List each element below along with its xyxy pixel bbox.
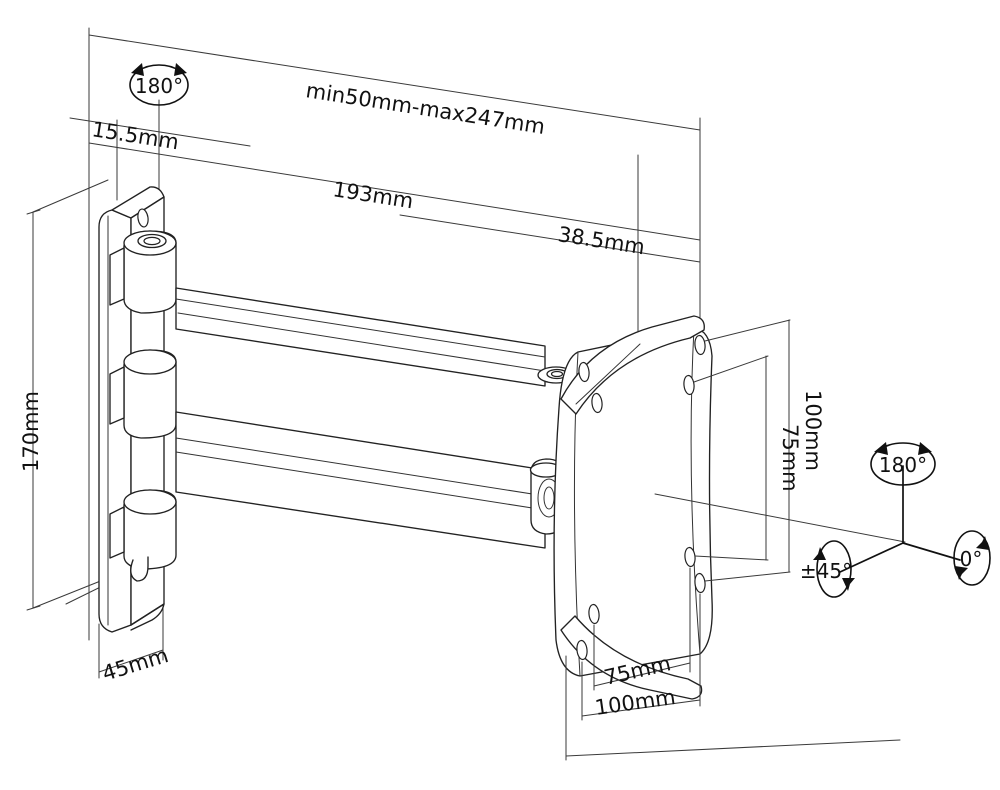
rotation-axis-indicator — [813, 442, 991, 598]
top-dimension-lines — [69, 34, 701, 263]
label-vesa-vertical-large: 100mm — [801, 390, 825, 471]
label-vesa-vertical-small: 75mm — [778, 424, 802, 492]
lower-arm — [175, 411, 546, 549]
label-vesa-horizontal-large: 100mm — [593, 685, 677, 720]
hinge-barrel-bottom — [109, 489, 177, 582]
height-dimension-170mm — [26, 179, 109, 611]
label-swivel-top: 180° — [135, 74, 183, 98]
label-arm-length: 193mm — [331, 177, 415, 213]
upper-arm — [175, 287, 546, 387]
label-axis-roll: 0° — [960, 547, 983, 571]
label-plate-offset: 38.5mm — [556, 222, 646, 259]
label-axis-vertical: 180° — [879, 453, 927, 477]
rotation-labels: 180° 180° ±45° 0° — [135, 74, 982, 583]
rotation-symbol-180-top — [129, 63, 189, 106]
hinge-barrel-middle — [109, 349, 177, 439]
label-axis-tilt: ±45° — [800, 559, 852, 583]
hinge-barrel-top — [109, 230, 177, 314]
label-wall-plate-width: 45mm — [99, 643, 171, 686]
vesa-mount-plate — [553, 315, 713, 700]
vesa-horizontal-dimensions — [565, 567, 901, 761]
vesa-vertical-dimensions — [654, 319, 906, 582]
label-wall-plate-thickness: 15.5mm — [90, 117, 180, 154]
label-wall-plate-height: 170mm — [19, 391, 43, 472]
